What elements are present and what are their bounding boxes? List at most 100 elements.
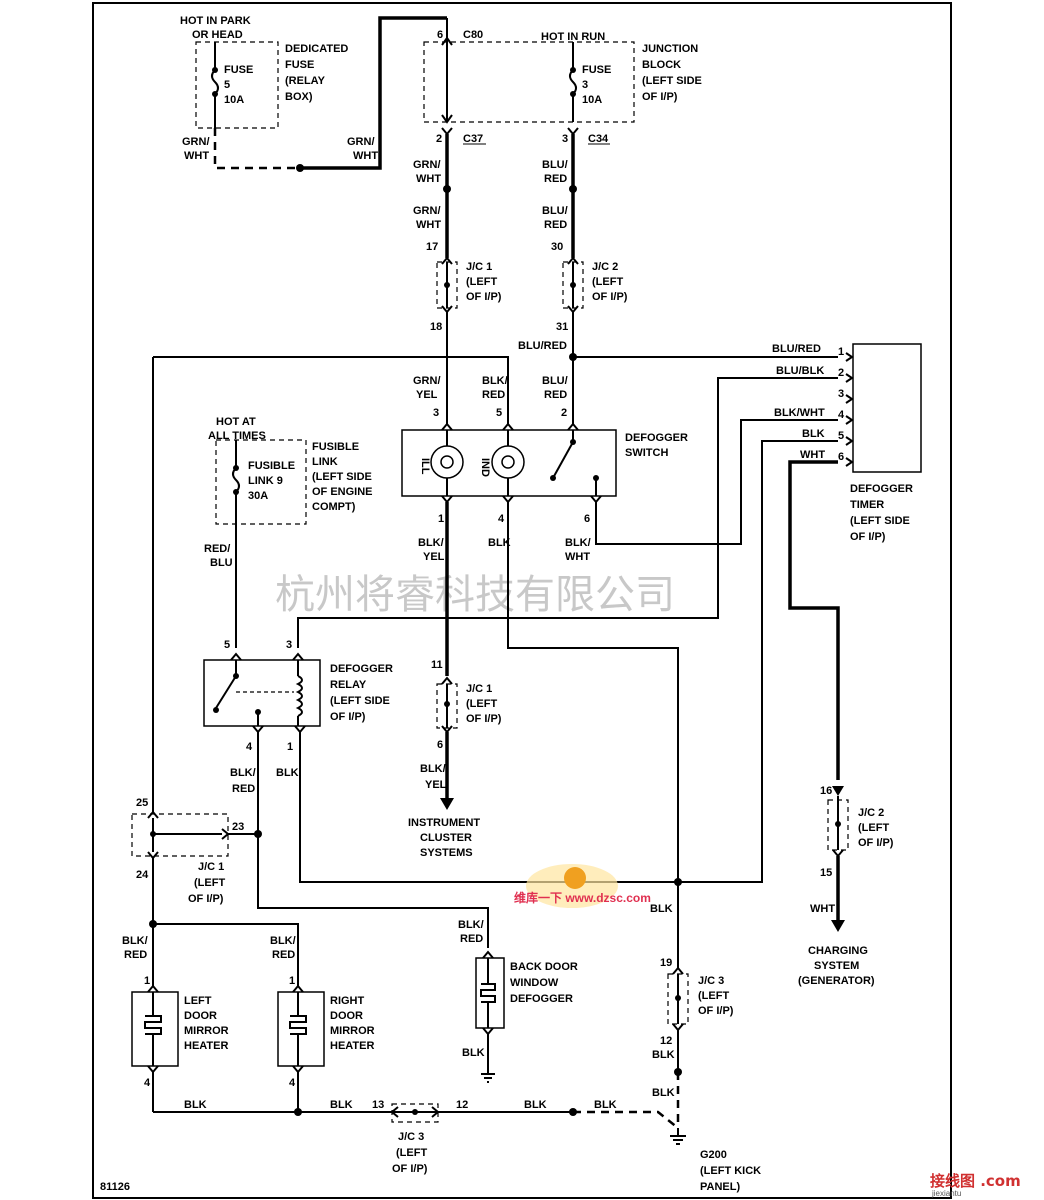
wiring-label: WHT bbox=[800, 449, 825, 461]
wiring-label: 6 bbox=[437, 29, 443, 41]
wiring-label: jiexiantu bbox=[931, 1189, 961, 1198]
wiring-label: 4 bbox=[144, 1077, 151, 1089]
wiring-label: YEL bbox=[425, 779, 447, 791]
fusible-link: HOT AT ALL TIMES FUSIBLE LINK 9 30A FUSI… bbox=[208, 416, 373, 525]
wiring-label: YEL bbox=[423, 551, 445, 563]
wiring-label: BOX) bbox=[285, 91, 313, 103]
wiring-label: OF I/P) bbox=[592, 291, 628, 303]
jc3-bottom-connector: 13 12 J/C 3 (LEFT OF I/P) bbox=[372, 1099, 468, 1175]
wiring-label: J/C 3 bbox=[398, 1131, 424, 1143]
defogger-timer: 1 2 3 4 5 6 DEFOGGER TIMER (LEFT SIDE OF… bbox=[838, 343, 922, 543]
wiring-label: BLU/ bbox=[542, 159, 568, 171]
wiring-label: (RELAY bbox=[285, 75, 326, 87]
wiring-label: FUSE bbox=[582, 64, 611, 76]
wiring-label: 2 bbox=[436, 133, 442, 145]
wiring-label: (LEFT bbox=[466, 276, 497, 288]
wiring-label: DOOR bbox=[330, 1010, 363, 1022]
wiring-label: BLK/ bbox=[482, 375, 508, 387]
wiring-label: 1 bbox=[287, 741, 293, 753]
wiring-label: 23 bbox=[232, 821, 244, 833]
wiring-label: TIMER bbox=[850, 499, 884, 511]
wiring-label: 25 bbox=[136, 797, 148, 809]
wiring-label: BLK bbox=[184, 1099, 207, 1111]
wiring-label: WHT bbox=[184, 150, 209, 162]
dzsc-watermark: 维库一下 www.dzsc.com bbox=[514, 864, 651, 908]
wiring-label: (LEFT SIDE bbox=[850, 515, 910, 527]
wiring-label: BLK bbox=[330, 1099, 353, 1111]
wiring-label: FUSE bbox=[285, 59, 314, 71]
wiring-label: 5 bbox=[838, 430, 844, 442]
wiring-label: SWITCH bbox=[625, 447, 668, 459]
wiring-label: OF I/P) bbox=[698, 1005, 734, 1017]
wiring-label: (LEFT bbox=[396, 1147, 427, 1159]
wiring-label: RED bbox=[544, 173, 567, 185]
wiring-label: BLK bbox=[650, 903, 673, 915]
defogger-switch: ILL IND DEFOGGER SWITCH bbox=[401, 422, 688, 504]
wiring-label: BLK/ bbox=[458, 919, 484, 931]
wiring-label: OF I/P) bbox=[466, 291, 502, 303]
wiring-label: 2 bbox=[838, 367, 844, 379]
wiring-label: BLK/ bbox=[418, 537, 444, 549]
wiring-label: (GENERATOR) bbox=[798, 975, 875, 987]
wiring-label: RED bbox=[124, 949, 147, 961]
wiring-label: FUSE bbox=[224, 64, 253, 76]
wiring-label: DEFOGGER bbox=[850, 483, 913, 495]
company-watermark: 杭州将睿科技有限公司 bbox=[275, 572, 675, 618]
wiring-label: BLK/ bbox=[122, 935, 148, 947]
dedicated-fuse-box: HOT IN PARK OR HEAD FUSE 5 10A DEDICATED… bbox=[180, 15, 348, 129]
wiring-label: 3 bbox=[838, 388, 844, 400]
wiring-label: OF I/P) bbox=[858, 837, 894, 849]
wiring-label: (LEFT bbox=[194, 877, 225, 889]
wiring-label: 1 bbox=[144, 975, 150, 987]
wiring-label: 4 bbox=[246, 741, 253, 753]
jc1-top-connector: J/C 1 (LEFT OF I/P) bbox=[436, 256, 502, 314]
wiring-label: OF I/P) bbox=[330, 711, 366, 723]
wiring-label: ILL bbox=[419, 458, 431, 475]
wiring-label: RED bbox=[544, 389, 567, 401]
wiring-label: (LEFT bbox=[858, 822, 889, 834]
wiring-label: INSTRUMENT bbox=[408, 817, 480, 829]
wiring-label: BLK bbox=[462, 1047, 485, 1059]
wiring-label: (LEFT bbox=[466, 698, 497, 710]
wiring-label: RED bbox=[544, 219, 567, 231]
wiring-label: WHT bbox=[810, 903, 835, 915]
wiring-label: YEL bbox=[416, 389, 438, 401]
wiring-label: RED bbox=[272, 949, 295, 961]
wiring-label: 18 bbox=[430, 321, 442, 333]
wiring-label: OF I/P) bbox=[392, 1163, 428, 1175]
wiring-label: BLK bbox=[652, 1049, 675, 1061]
wiring-label: GRN/ bbox=[413, 375, 441, 387]
wiring-label: ALL TIMES bbox=[208, 430, 266, 442]
wiring-label: WHT bbox=[416, 219, 441, 231]
wiring-label: (LEFT SIDE bbox=[312, 471, 372, 483]
wiring-label: HOT IN PARK bbox=[180, 15, 251, 27]
wiring-label: RIGHT bbox=[330, 995, 365, 1007]
wiring-label: RED/ bbox=[204, 543, 230, 555]
wiring-label: 接线图 .com bbox=[930, 1172, 1021, 1190]
wiring-label: DEFOGGER bbox=[330, 663, 393, 675]
wiring-label: 19 bbox=[660, 957, 672, 969]
wiring-label: BLK bbox=[802, 428, 825, 440]
junction-block: 6 C80 HOT IN RUN FUSE 3 10A JUNCTION BLO… bbox=[423, 18, 702, 124]
figure-id: 81126 bbox=[100, 1181, 130, 1193]
jc2-top-connector: J/C 2 (LEFT OF I/P) bbox=[562, 256, 628, 314]
wiring-label: BLK bbox=[488, 537, 511, 549]
wiring-label: OF I/P) bbox=[466, 713, 502, 725]
jc1-mid-connector: J/C 1 (LEFT OF I/P) bbox=[436, 676, 502, 734]
wiring-label: 3 bbox=[433, 407, 439, 419]
wiring-label: OF I/P) bbox=[188, 893, 224, 905]
wiring-label: PANEL) bbox=[700, 1181, 740, 1193]
wiring-label: 3 bbox=[286, 639, 292, 651]
wiring-label: OF I/P) bbox=[850, 531, 886, 543]
wiring-label: HOT IN RUN bbox=[541, 31, 605, 43]
wiring-label: LINK 9 bbox=[248, 475, 283, 487]
wiring-label: (LEFT KICK bbox=[700, 1165, 761, 1177]
wiring-label: BLK/ bbox=[270, 935, 296, 947]
wiring-label: 3 bbox=[582, 79, 588, 91]
wiring-label: OF ENGINE bbox=[312, 486, 373, 498]
wiring-label: WINDOW bbox=[510, 977, 559, 989]
wiring-label: BLU bbox=[210, 557, 233, 569]
wiring-label: 12 bbox=[660, 1035, 672, 1047]
wiring-label: C80 bbox=[463, 29, 483, 41]
